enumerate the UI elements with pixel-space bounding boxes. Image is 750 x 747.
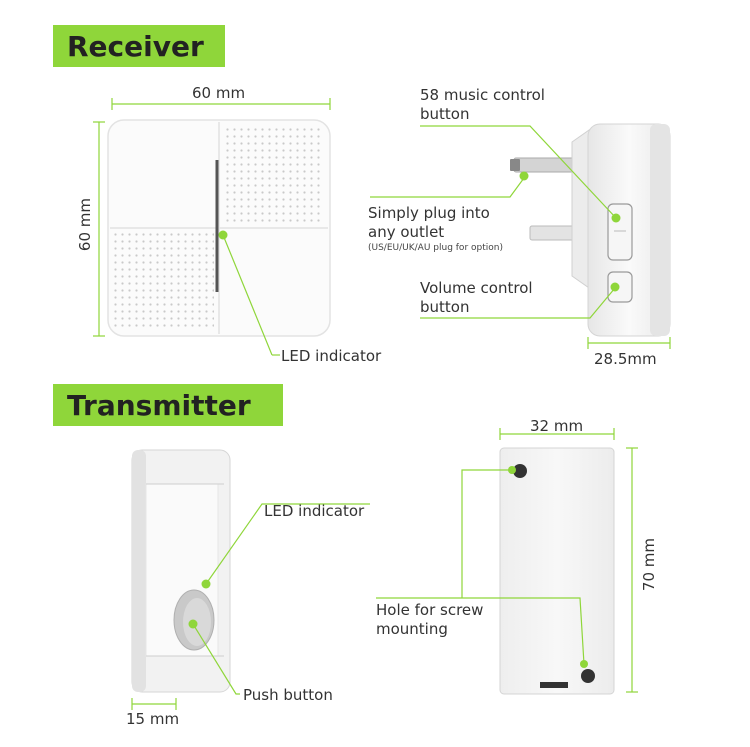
music-button-label-line1: 58 music control xyxy=(420,86,545,104)
receiver-led-label: LED indicator xyxy=(281,347,382,365)
receiver-dimensions xyxy=(93,98,331,356)
top-hole-dot xyxy=(508,466,516,474)
transmitter-width-label: 32 mm xyxy=(530,417,584,435)
plug-label-line1: Simply plug into xyxy=(368,204,490,222)
bottom-hole-dot xyxy=(580,660,588,668)
volume-button-dot xyxy=(610,282,620,292)
plug-dot xyxy=(519,171,529,181)
push-button-dot xyxy=(188,619,198,629)
hole-label-line2: mounting xyxy=(376,620,448,638)
receiver-width-label: 60 mm xyxy=(192,84,246,102)
transmitter-depth-label: 15 mm xyxy=(126,710,180,728)
receiver-side xyxy=(510,123,671,337)
receiver-side-lines xyxy=(370,125,671,349)
receiver-height-label: 60 mm xyxy=(76,198,94,252)
receiver-front xyxy=(107,119,331,337)
transmitter-height-label: 70 mm xyxy=(640,538,658,592)
receiver-led-dot xyxy=(218,230,228,240)
transmitter-front xyxy=(131,449,231,693)
receiver-depth-label: 28.5mm xyxy=(594,350,657,368)
transmitter-back xyxy=(499,447,615,695)
transmitter-front-lines xyxy=(131,503,370,710)
plug-note: (US/EU/UK/AU plug for option) xyxy=(368,243,503,253)
music-button-label-line2: button xyxy=(420,105,470,123)
transmitter-led-dot xyxy=(201,579,211,589)
music-button-dot xyxy=(611,213,621,223)
plug-label-line2: any outlet xyxy=(368,223,445,241)
transmitter-led-label: LED indicator xyxy=(264,502,365,520)
volume-label-line1: Volume control xyxy=(420,279,533,297)
push-button-label: Push button xyxy=(243,686,333,704)
receiver-title: Receiver xyxy=(53,25,225,67)
transmitter-back-lines xyxy=(376,428,638,693)
volume-label-line2: button xyxy=(420,298,470,316)
transmitter-title: Transmitter xyxy=(53,384,283,426)
hole-label-line1: Hole for screw xyxy=(376,601,484,619)
